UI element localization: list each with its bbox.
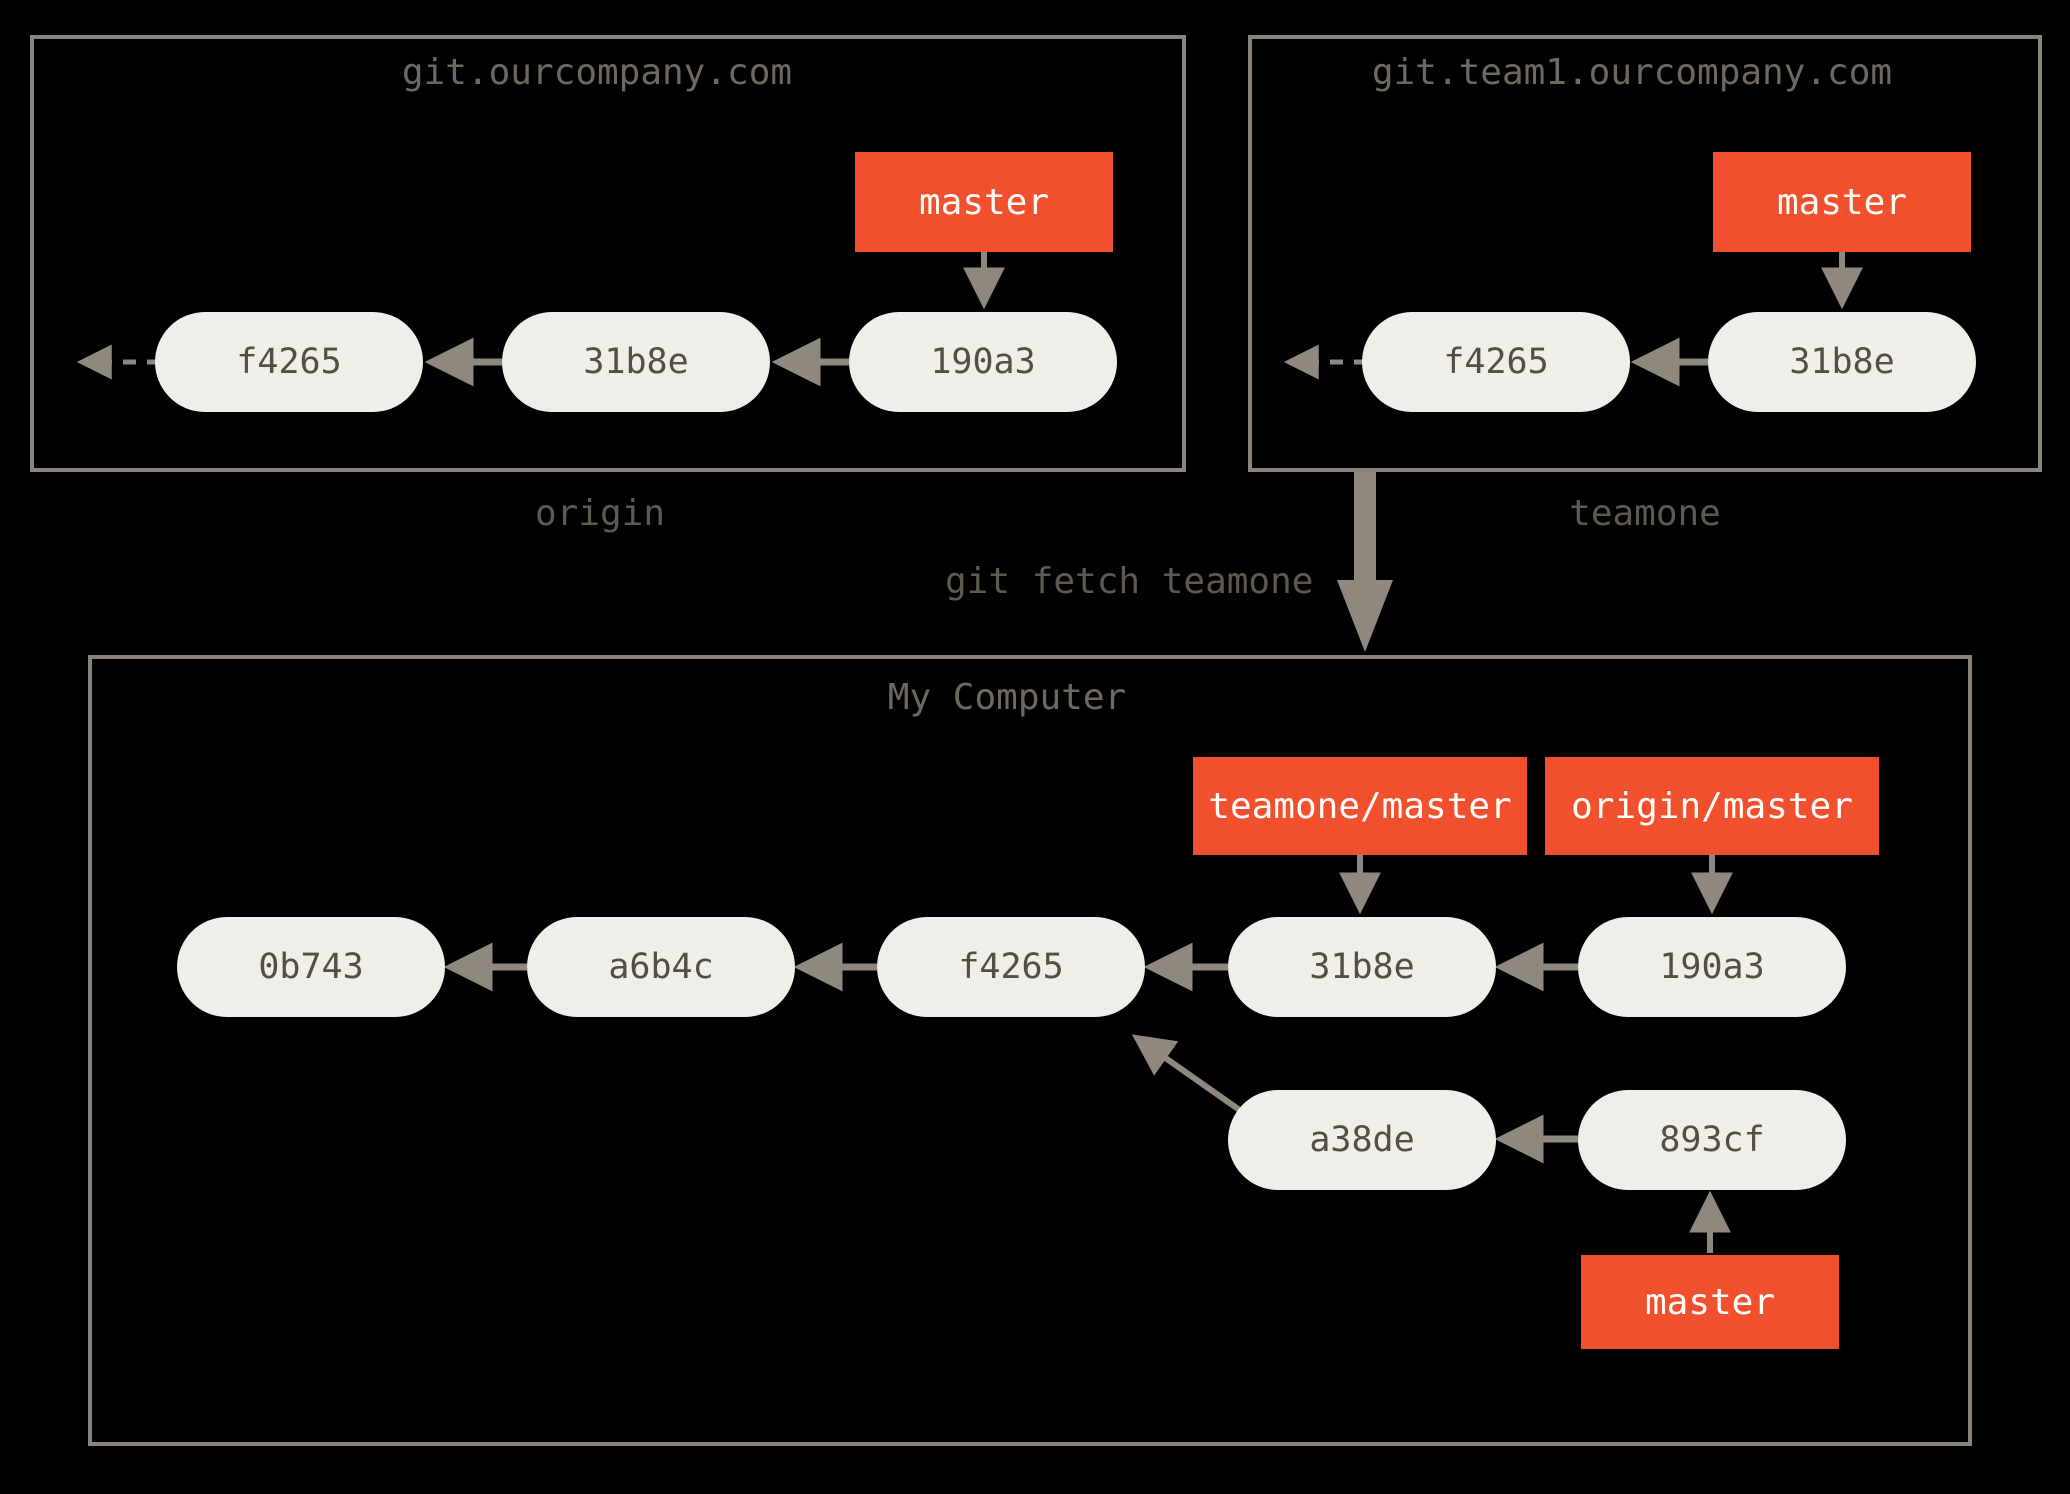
commit-node-local-a6b4c: a6b4c xyxy=(527,917,795,1017)
remote-box-teamone xyxy=(1248,35,2042,472)
commit-node-teamone-31b8e: 31b8e xyxy=(1708,312,1976,412)
origin-box-arrows xyxy=(76,252,1005,387)
commit-node-local-0b743: 0b743 xyxy=(177,917,445,1017)
remote-teamone-caption: teamone xyxy=(1569,493,1721,534)
commit-node-local-31b8e: 31b8e xyxy=(1228,917,1496,1017)
commit-node-teamone-f4265: f4265 xyxy=(1362,312,1630,412)
commit-node-origin-190a3: 190a3 xyxy=(849,312,1117,412)
fetch-arrow-icon xyxy=(1337,472,1393,652)
branch-label-teamone-master-tracking: teamone/master xyxy=(1193,757,1527,855)
branch-label-local-master: master xyxy=(1581,1255,1839,1349)
teamone-box-arrows xyxy=(1283,252,1863,387)
commit-node-local-f4265: f4265 xyxy=(877,917,1145,1017)
commit-node-local-190a3: 190a3 xyxy=(1578,917,1846,1017)
local-box-title: My Computer xyxy=(887,677,1127,718)
remote-origin-title: git.ourcompany.com xyxy=(401,52,793,93)
branch-label-teamone-master: master xyxy=(1713,152,1971,252)
local-box-my-computer xyxy=(88,655,1972,1446)
remote-origin-caption: origin xyxy=(534,493,666,534)
commit-node-origin-31b8e: 31b8e xyxy=(502,312,770,412)
commit-node-local-a38de: a38de xyxy=(1228,1090,1496,1190)
branch-label-origin-master-tracking: origin/master xyxy=(1545,757,1879,855)
commit-node-origin-f4265: f4265 xyxy=(155,312,423,412)
commit-node-local-893cf: 893cf xyxy=(1578,1090,1846,1190)
branch-label-origin-master: master xyxy=(855,152,1113,252)
remote-box-origin xyxy=(30,35,1186,472)
remote-teamone-title: git.team1.ourcompany.com xyxy=(1371,52,1893,93)
fetch-command-label: git fetch teamone xyxy=(945,561,1314,602)
